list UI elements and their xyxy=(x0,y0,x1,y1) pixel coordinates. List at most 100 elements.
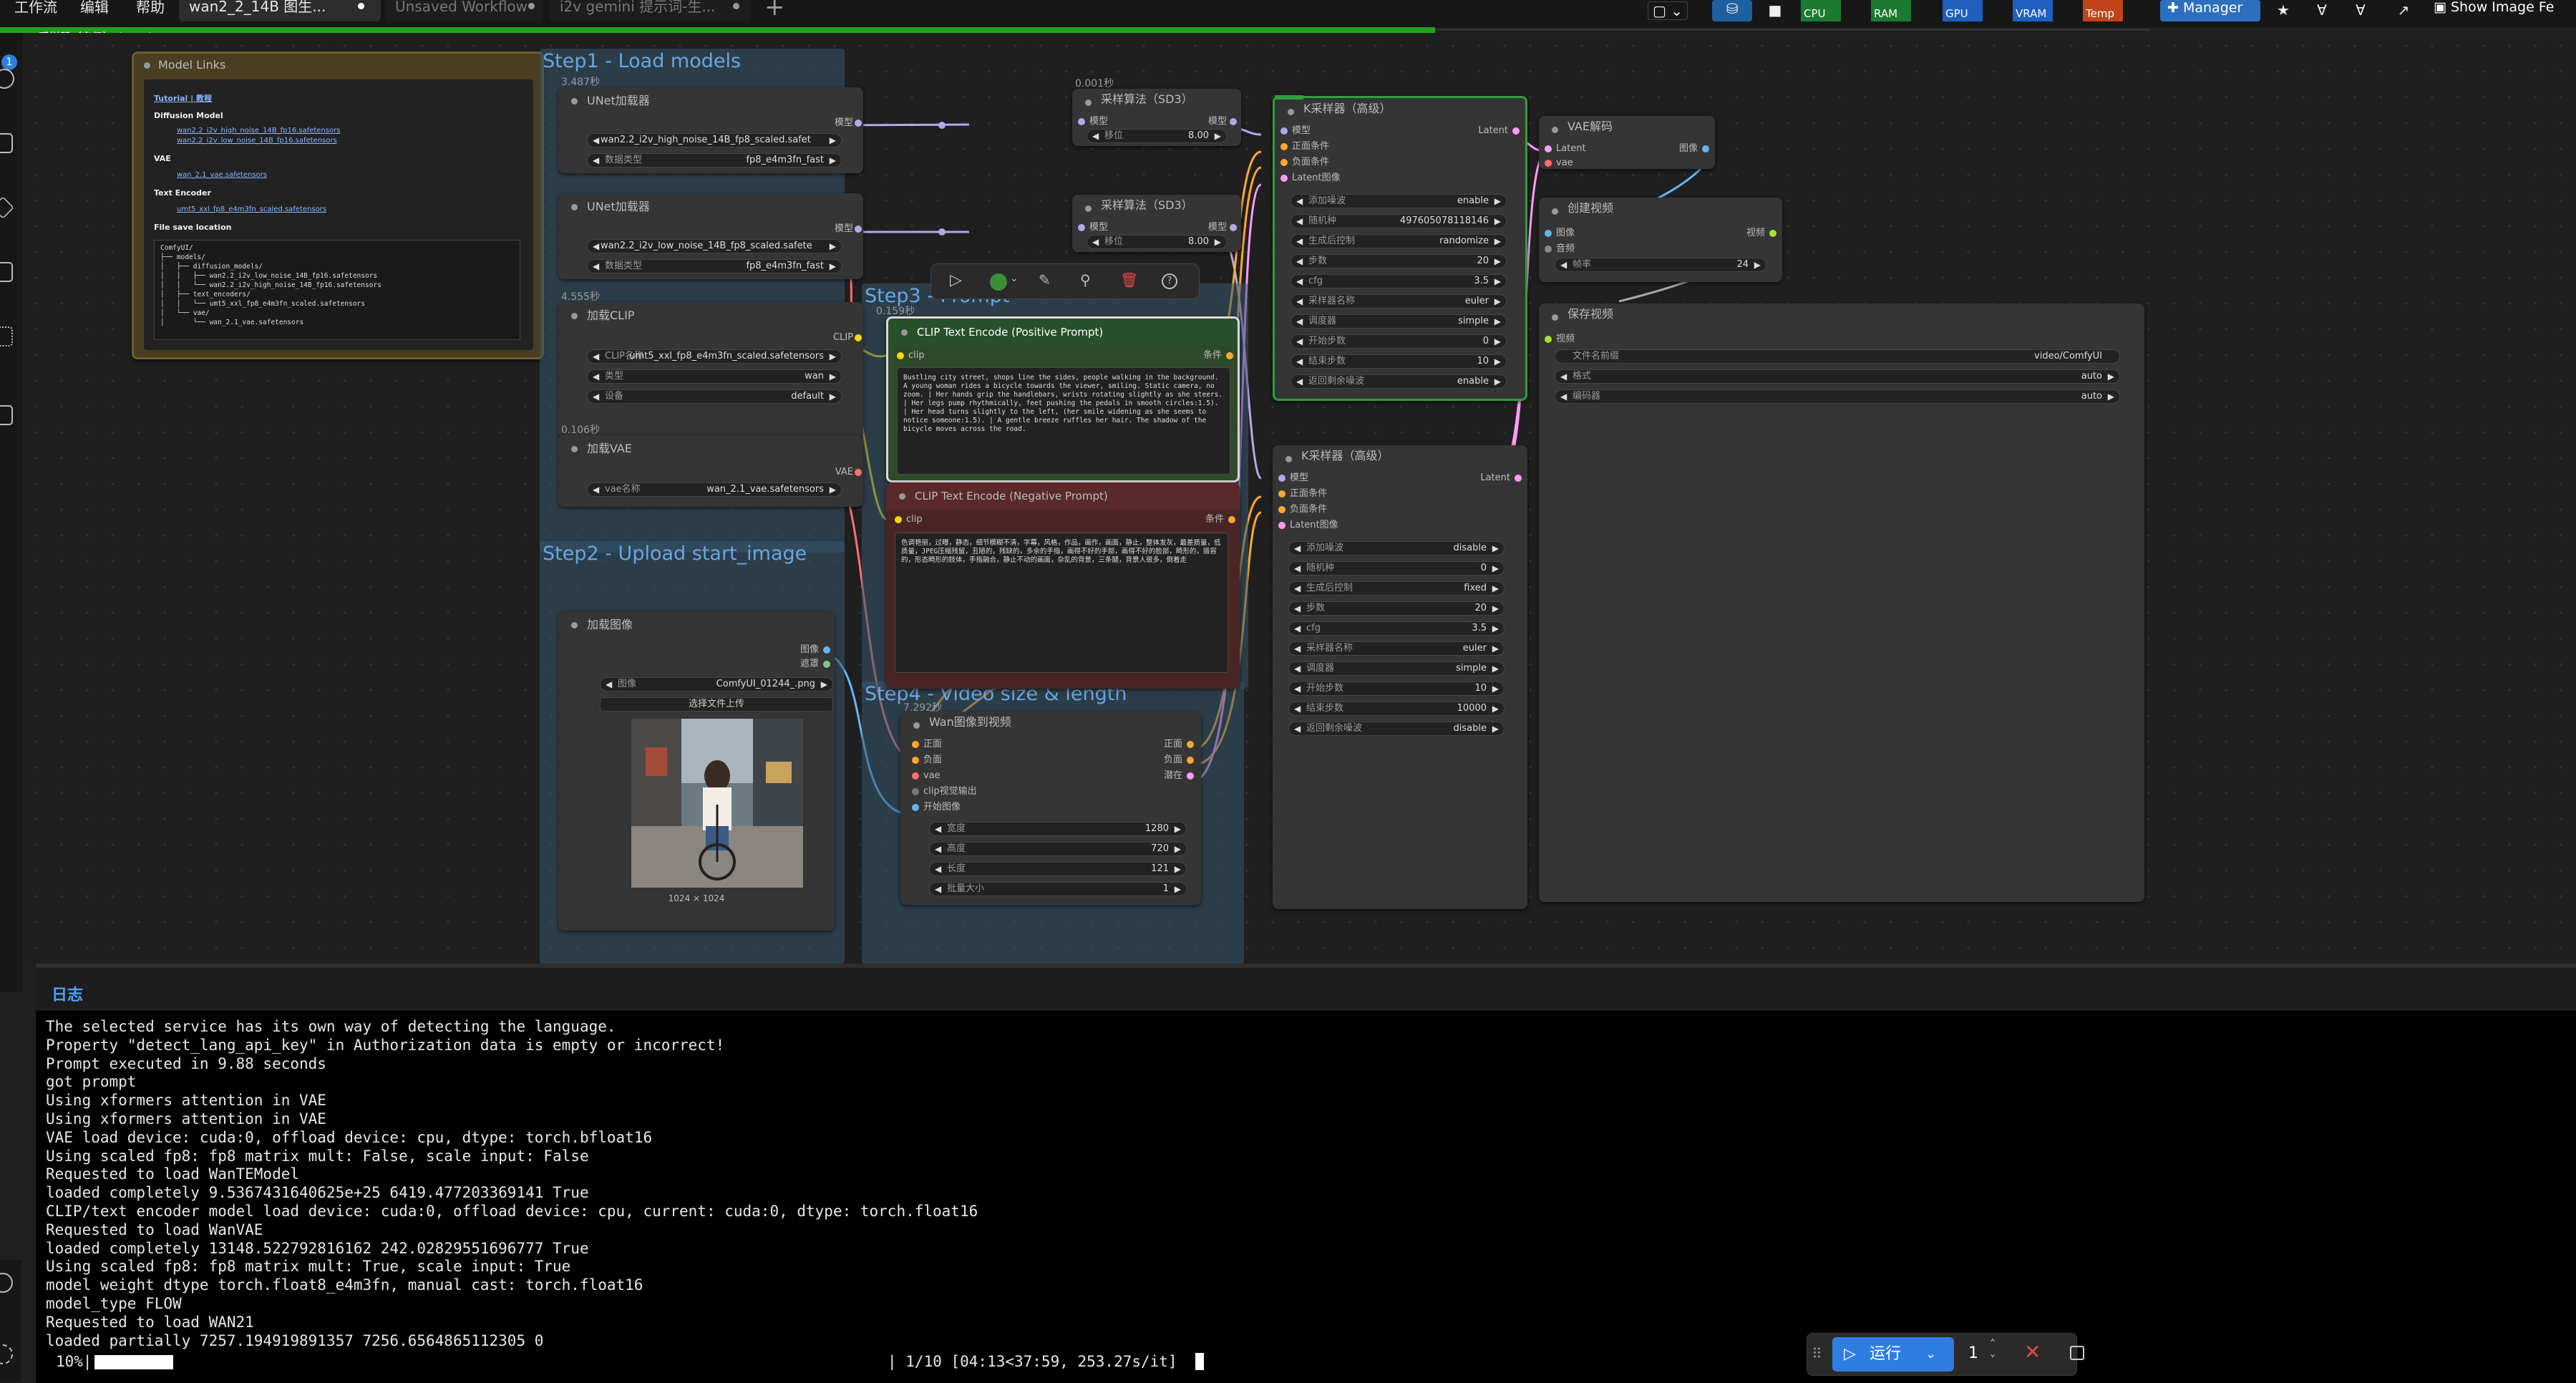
port-dot-icon[interactable] xyxy=(1278,475,1285,482)
arrow-right-icon[interactable]: ▶ xyxy=(1492,623,1499,634)
node-graph-canvas[interactable]: Model Links Tutorial | 教程 Diffusion Mode… xyxy=(23,33,2576,964)
arrow-right-icon[interactable]: ▶ xyxy=(1494,216,1501,226)
port-dot-icon[interactable] xyxy=(1769,230,1777,237)
tab-unsaved-workflow[interactable]: Unsaved Workflow xyxy=(385,0,543,21)
clip-text-encode-negative-node[interactable]: CLIP Text Encode (Negative Prompt) clip … xyxy=(886,482,1240,689)
text-encoder-link[interactable]: umt5_xxl_fp8_e4m3fn_scaled.safetensors xyxy=(177,205,327,213)
output-model[interactable]: 模型 xyxy=(1208,116,1237,127)
arrow-right-icon[interactable]: ▶ xyxy=(2107,372,2114,382)
queue-icon[interactable]: ⛁ xyxy=(1712,0,1752,21)
arrow-left-icon[interactable]: ◀ xyxy=(1294,543,1301,553)
arrow-left-icon[interactable]: ◀ xyxy=(1560,372,1568,382)
input-positive[interactable]: 正面条件 xyxy=(1280,141,1329,152)
input-negative[interactable]: 负面 xyxy=(912,754,942,766)
arrow-left-icon[interactable]: ◀ xyxy=(1092,237,1099,247)
input-latent[interactable]: Latent图像 xyxy=(1280,173,1341,184)
share-icon[interactable]: ↗ xyxy=(2397,1,2410,19)
templates-icon[interactable] xyxy=(0,326,13,346)
arrow-left-icon[interactable]: ◀ xyxy=(1560,392,1568,402)
decrement-icon[interactable]: ˅ xyxy=(1990,1353,1996,1367)
arrow-left-icon[interactable]: ◀ xyxy=(1092,131,1099,141)
output-vae[interactable]: VAE xyxy=(835,467,862,478)
input-model[interactable]: 模型 xyxy=(1278,472,1308,484)
collapse-dot-icon[interactable] xyxy=(144,62,150,69)
arrow-right-icon[interactable]: ▶ xyxy=(1492,684,1499,694)
input-positive[interactable]: 正面 xyxy=(912,739,942,750)
port-dot-icon[interactable] xyxy=(823,646,830,654)
star-icon[interactable]: ★ xyxy=(2277,1,2290,19)
port-dot-icon[interactable] xyxy=(1187,741,1194,748)
arrow-right-icon[interactable]: ▶ xyxy=(1492,664,1499,674)
arrow-left-icon[interactable]: ◀ xyxy=(1296,356,1303,367)
output-conditioning[interactable]: 条件 xyxy=(1205,514,1235,525)
input-clip[interactable]: clip xyxy=(895,514,923,525)
arrow-right-icon[interactable]: ▶ xyxy=(820,679,827,689)
arrow-left-icon[interactable]: ◀ xyxy=(1296,316,1303,326)
port-dot-icon[interactable] xyxy=(912,788,919,795)
port-dot-icon[interactable] xyxy=(1512,127,1520,135)
port-dot-icon[interactable] xyxy=(1515,475,1522,482)
port-dot-icon[interactable] xyxy=(1228,516,1235,523)
vae-decode-node[interactable]: VAE解码 Latent vae 图像 xyxy=(1539,116,1715,169)
input-negative[interactable]: 负面条件 xyxy=(1278,504,1327,515)
port-dot-icon[interactable] xyxy=(1187,757,1194,764)
arrow-left-icon[interactable]: ◀ xyxy=(1296,216,1303,226)
input-clip-vision[interactable]: clip视觉输出 xyxy=(912,786,977,797)
arrow-left-icon[interactable]: ◀ xyxy=(1294,704,1301,714)
arrow-right-icon[interactable]: ▶ xyxy=(1494,256,1501,266)
port-dot-icon[interactable] xyxy=(1230,118,1237,125)
port-dot-icon[interactable] xyxy=(1278,506,1285,513)
output-image[interactable]: 图像 xyxy=(1679,143,1709,155)
port-dot-icon[interactable] xyxy=(1226,352,1233,359)
color-picker-icon[interactable] xyxy=(990,273,1007,291)
output-mask[interactable]: 遮罩 xyxy=(800,659,830,670)
input-vae[interactable]: vae xyxy=(1545,157,1573,169)
input-latent[interactable]: Latent xyxy=(1545,143,1586,155)
arrow-left-icon[interactable]: ◀ xyxy=(935,884,942,894)
arrow-right-icon[interactable]: ▶ xyxy=(1214,237,1221,247)
diffusion-link-high[interactable]: wan2.2_i2v_high_noise_14B_fp16.safetenso… xyxy=(177,127,341,135)
output-latent[interactable]: Latent xyxy=(1478,125,1520,137)
output-negative[interactable]: 负面 xyxy=(1164,754,1194,766)
tab-i2v-gemini[interactable]: i2v gemini 提示词-生... xyxy=(550,0,750,21)
workflows-icon[interactable] xyxy=(0,262,13,282)
arrow-right-icon[interactable]: ▶ xyxy=(1494,236,1501,246)
output-positive[interactable]: 正面 xyxy=(1164,739,1194,750)
arrow-right-icon[interactable]: ▶ xyxy=(829,135,836,145)
negative-prompt-textarea[interactable]: 色调艳丽，过曝，静态，细节模糊不清，字幕，风格，作品，画作，画面，静止，整体发灰… xyxy=(895,533,1228,673)
arrow-right-icon[interactable]: ▶ xyxy=(1492,583,1499,593)
stop-square-icon[interactable] xyxy=(2070,1346,2084,1360)
diffusion-link-low[interactable]: wan2.2_i2v_low_noise_14B_fp16.safetensor… xyxy=(177,137,337,145)
port-dot-icon[interactable] xyxy=(1280,127,1288,135)
port-dot-icon[interactable] xyxy=(855,469,862,476)
port-dot-icon[interactable] xyxy=(1702,145,1709,152)
port-dot-icon[interactable] xyxy=(1280,175,1288,182)
arrow-right-icon[interactable]: ▶ xyxy=(829,485,836,495)
port-dot-icon[interactable] xyxy=(823,661,830,668)
arrow-right-icon[interactable]: ▶ xyxy=(829,241,836,251)
arrow-right-icon[interactable]: ▶ xyxy=(1494,356,1501,367)
arrow-right-icon[interactable]: ▶ xyxy=(829,261,836,271)
arrow-left-icon[interactable]: ◀ xyxy=(1296,336,1303,346)
arrow-left-icon[interactable]: ◀ xyxy=(1296,256,1303,266)
input-audio[interactable]: 音频 xyxy=(1545,243,1575,255)
